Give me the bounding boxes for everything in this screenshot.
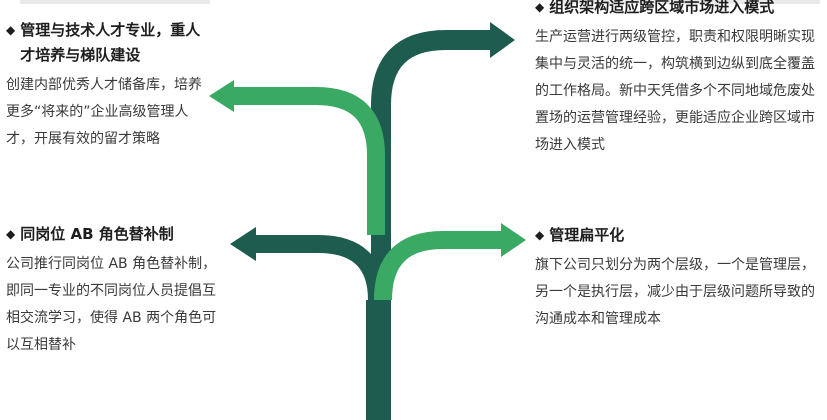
- diamond-bullet-icon: ◆: [6, 227, 16, 241]
- ab-body: 公司推行同岗位 AB 角色替补制，即同一专业的不同岗位人员提倡互相交流学习，使得…: [6, 256, 217, 353]
- flat-heading: 管理扁平化: [549, 226, 625, 244]
- org-heading-row: ◆ 组织架构适应跨区域市场进入模式: [535, 0, 827, 20]
- arrow-head-bottom-right: [501, 223, 526, 257]
- branch-bottom-left-dark: [254, 235, 386, 420]
- arrow-head-top-right: [490, 22, 515, 58]
- top-left-grey-strip: [20, 0, 210, 4]
- org-structure-block: ◆ 组织架构适应跨区域市场进入模式 生产运营进行两级管控，职责和权限明晰实现集中…: [535, 0, 827, 159]
- flat-body: 旗下公司只划分为两个层级，一个是管理层，另一个是执行层，减少由于层级问题所导致的…: [535, 257, 815, 327]
- org-body: 生产运营进行两级管控，职责和权限明晰实现集中与灵活的统一，构筑横到边纵到底全覆盖…: [535, 29, 815, 153]
- arrow-head-top-left: [209, 80, 234, 112]
- branch-top-left-light: [232, 87, 385, 235]
- diamond-bullet-icon: ◆: [6, 23, 16, 37]
- branch-bottom-right-light: [374, 231, 503, 301]
- diamond-bullet-icon: ◆: [535, 0, 545, 14]
- talent-body: 创建内部优秀人才储备库，培养更多“将来的”企业高级管理人才，开展有效的留才策略: [6, 77, 202, 147]
- top-right-grey-strip: [560, 0, 820, 4]
- ab-heading: 同岗位 AB 角色替补制: [20, 225, 174, 243]
- talent-development-block: ◆ 管理与技术人才专业，重人才培养与梯队建设 创建内部优秀人才储备库，培养更多“…: [6, 18, 206, 153]
- flat-heading-row: ◆ 管理扁平化: [535, 223, 827, 248]
- talent-heading-row: ◆ 管理与技术人才专业，重人才培养与梯队建设: [6, 18, 206, 68]
- trunk: [366, 300, 384, 420]
- talent-heading: 管理与技术人才专业，重人才培养与梯队建设: [20, 21, 201, 64]
- ab-role-block: ◆ 同岗位 AB 角色替补制 公司推行同岗位 AB 角色替补制，即同一专业的不同…: [6, 222, 218, 359]
- branch-top-right-dark: [371, 30, 492, 420]
- diamond-bullet-icon: ◆: [535, 228, 545, 242]
- flat-management-block: ◆ 管理扁平化 旗下公司只划分为两个层级，一个是管理层，另一个是执行层，减少由于…: [535, 223, 827, 333]
- ab-heading-row: ◆ 同岗位 AB 角色替补制: [6, 222, 218, 247]
- org-heading: 组织架构适应跨区域市场进入模式: [549, 0, 775, 16]
- arrow-head-bottom-left: [230, 227, 256, 261]
